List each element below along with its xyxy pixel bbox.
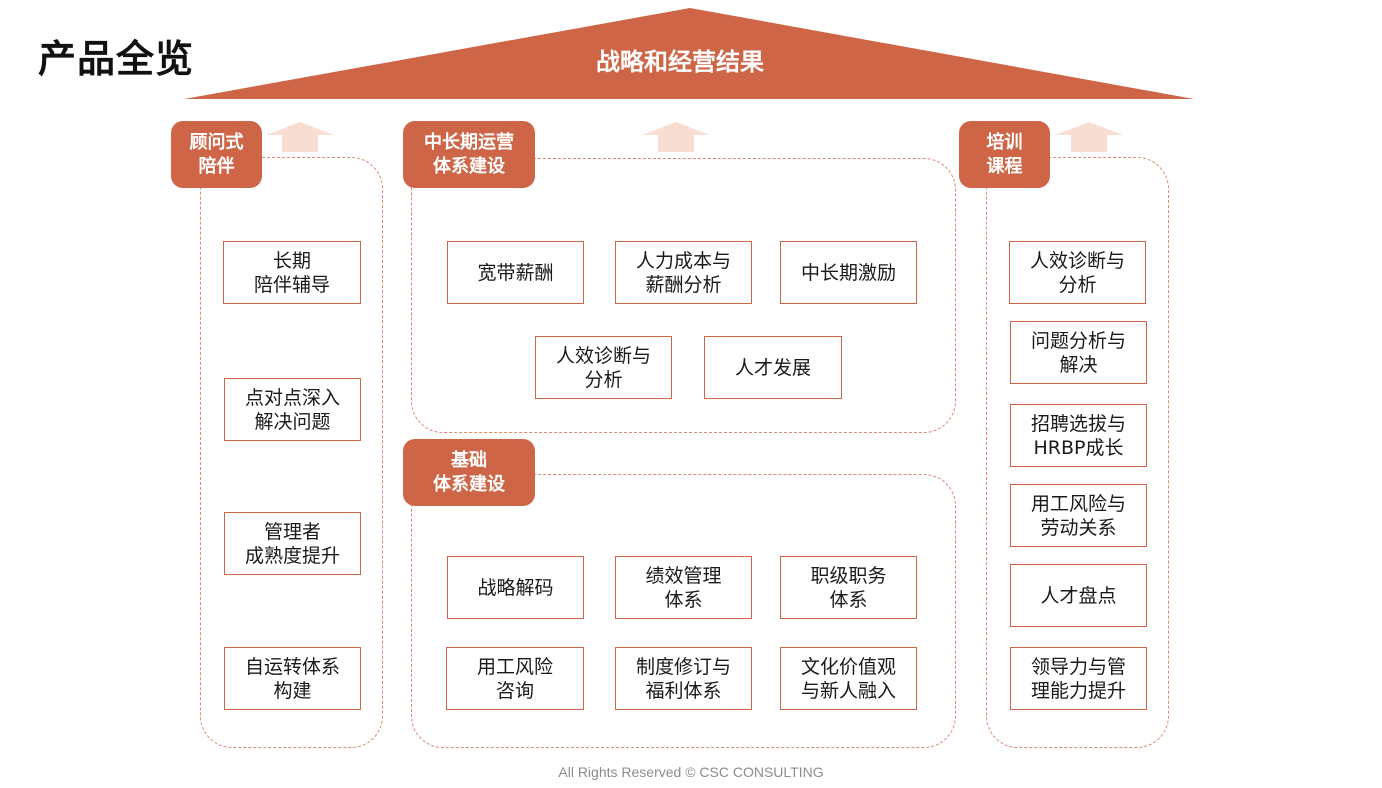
tag-foundation: 基础 体系建设 <box>403 439 535 506</box>
item-broadband-salary[interactable]: 宽带薪酬 <box>447 241 584 304</box>
item-leadership[interactable]: 领导力与管 理能力提升 <box>1010 647 1147 710</box>
item-point-to-point[interactable]: 点对点深入 解决问题 <box>224 378 361 441</box>
page-title: 产品全览 <box>38 37 195 81</box>
up-arrow-icon <box>642 122 710 152</box>
tag-advisory: 顾问式 陪伴 <box>171 121 262 188</box>
item-long-term-incentive[interactable]: 中长期激励 <box>780 241 917 304</box>
item-employment-risk[interactable]: 用工风险 咨询 <box>446 647 584 710</box>
item-problem-solving[interactable]: 问题分析与 解决 <box>1010 321 1147 384</box>
item-talent-review[interactable]: 人才盘点 <box>1010 564 1147 627</box>
item-policy-welfare[interactable]: 制度修订与 福利体系 <box>615 647 752 710</box>
roof-label: 战略和经营结果 <box>596 48 764 76</box>
item-talent-development[interactable]: 人才发展 <box>704 336 842 399</box>
item-labor-cost-analysis[interactable]: 人力成本与 薪酬分析 <box>615 241 752 304</box>
item-strategy-decoding[interactable]: 战略解码 <box>447 556 584 619</box>
training-panel <box>986 157 1169 748</box>
roof-banner <box>184 8 1194 99</box>
mid-long-term-panel <box>411 158 956 433</box>
item-long-term-coaching[interactable]: 长期 陪伴辅导 <box>223 241 361 304</box>
up-arrow-icon <box>1055 122 1123 152</box>
tag-mid-long-term: 中长期运营 体系建设 <box>403 121 535 188</box>
foundation-panel <box>411 474 956 748</box>
item-training-efficiency[interactable]: 人效诊断与 分析 <box>1009 241 1146 304</box>
item-job-grade-system[interactable]: 职级职务 体系 <box>780 556 917 619</box>
footer-copyright: All Rights Reserved © CSC CONSULTING <box>558 764 824 780</box>
item-labor-relations[interactable]: 用工风险与 劳动关系 <box>1010 484 1147 547</box>
item-performance-system[interactable]: 绩效管理 体系 <box>615 556 752 619</box>
item-manager-maturity[interactable]: 管理者 成熟度提升 <box>224 512 361 575</box>
item-recruitment-hrbp[interactable]: 招聘选拔与 HRBP成长 <box>1010 404 1147 467</box>
item-culture-onboarding[interactable]: 文化价值观 与新人融入 <box>780 647 917 710</box>
advisory-panel <box>200 157 383 748</box>
roof-shape <box>184 8 1194 99</box>
up-arrow-icon <box>266 122 334 152</box>
item-efficiency-diagnosis[interactable]: 人效诊断与 分析 <box>535 336 672 399</box>
item-self-running-system[interactable]: 自运转体系 构建 <box>224 647 361 710</box>
tag-training: 培训 课程 <box>959 121 1050 188</box>
